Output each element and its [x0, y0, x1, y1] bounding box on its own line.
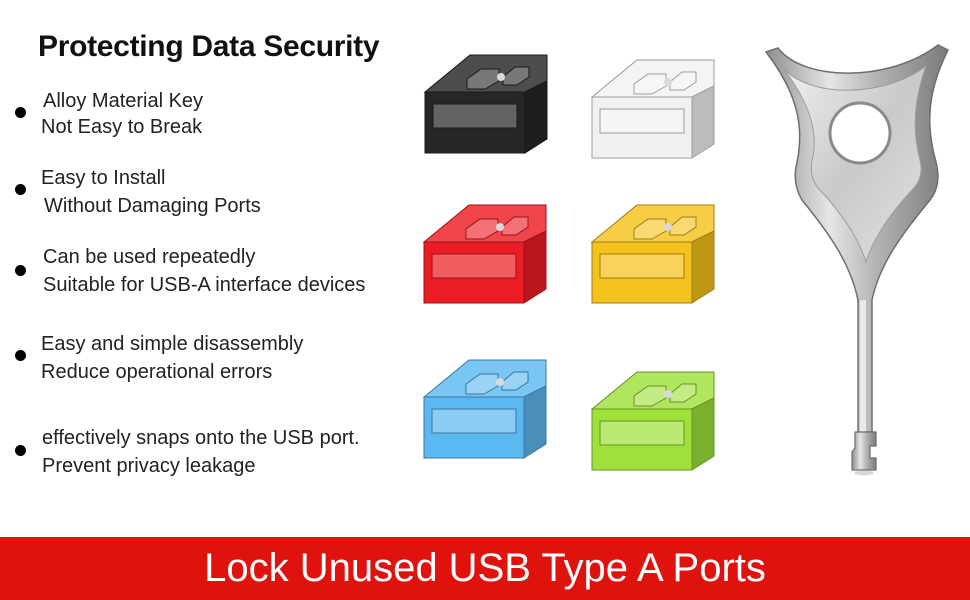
usb-lock-green — [590, 371, 715, 471]
feature-line-2: Reduce operational errors — [41, 361, 273, 383]
feature-line-2: Not Easy to Break — [41, 116, 203, 138]
footer-banner: Lock Unused USB Type A Ports — [0, 537, 970, 600]
feature-line-2: Prevent privacy leakage — [42, 455, 256, 477]
bullet-icon — [15, 265, 26, 276]
alloy-key — [764, 44, 950, 476]
feature-line-1: Easy and simple disassembly — [41, 333, 304, 355]
usb-lock-yellow — [590, 204, 715, 304]
page-title: Protecting Data Security — [38, 30, 380, 63]
feature-line-2: Suitable for USB-A interface devices — [43, 274, 366, 296]
bullet-icon — [15, 107, 26, 118]
usb-lock-white — [590, 59, 715, 159]
feature-line-1: Can be used repeatedly — [43, 246, 256, 268]
usb-lock-blue — [422, 359, 547, 459]
bullet-icon — [15, 350, 26, 361]
bullet-icon — [15, 184, 26, 195]
feature-line-2: Without Damaging Ports — [44, 195, 261, 217]
usb-lock-red — [422, 204, 547, 304]
bullet-icon — [15, 445, 26, 456]
feature-list: Alloy Material Key Not Easy to Break Eas… — [0, 0, 420, 520]
feature-item: Easy to Install Without Damaging Ports — [0, 167, 420, 227]
feature-line-1: Alloy Material Key — [43, 90, 204, 112]
feature-item: Can be used repeatedly Suitable for USB-… — [0, 246, 420, 306]
banner-text: Lock Unused USB Type A Ports — [204, 546, 766, 590]
feature-line-1: effectively snaps onto the USB port. — [42, 427, 360, 449]
usb-lock-black — [423, 54, 548, 154]
feature-line-1: Easy to Install — [41, 167, 166, 189]
feature-item: Alloy Material Key Not Easy to Break — [0, 90, 420, 150]
feature-item: Easy and simple disassembly Reduce opera… — [0, 333, 420, 393]
feature-item: effectively snaps onto the USB port. Pre… — [0, 427, 420, 487]
product-illustration — [422, 44, 950, 476]
